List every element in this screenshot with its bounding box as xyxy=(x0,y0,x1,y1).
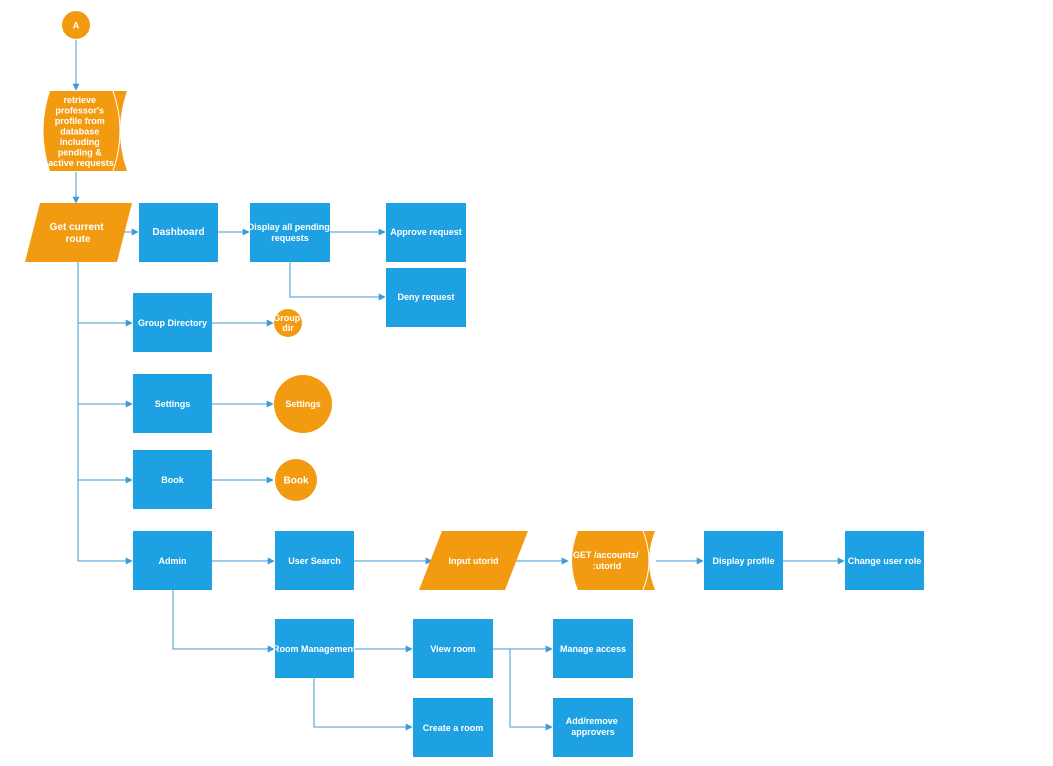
change-role-label: Change user role xyxy=(848,556,922,566)
group-directory-label: Group Directory xyxy=(138,318,207,328)
deny-request-label: Deny request xyxy=(397,292,454,302)
get-accounts-label: GET /accounts/ :utorid xyxy=(573,550,641,571)
admin-node[interactable]: Admin xyxy=(133,531,212,590)
settings-node[interactable]: Settings xyxy=(133,374,212,433)
user-search-node[interactable]: User Search xyxy=(275,531,354,590)
group-dir-terminal-label: Group dir xyxy=(273,313,303,333)
get-accounts-node[interactable]: GET /accounts/ :utorid xyxy=(572,530,655,591)
dashboard-node[interactable]: Dashboard xyxy=(139,203,218,262)
add-remove-approvers-label: Add/remove approvers xyxy=(566,716,621,737)
book-label: Book xyxy=(161,475,184,485)
start-connector[interactable]: A xyxy=(62,11,90,39)
display-profile-label: Display profile xyxy=(712,556,774,566)
create-room-label: Create a room xyxy=(423,723,484,733)
edge-display-to-deny xyxy=(289,262,386,301)
retrieve-profile-label: retrieve professor's profile from databa… xyxy=(48,95,114,168)
book-terminal[interactable]: Book xyxy=(275,459,317,501)
settings-terminal[interactable]: Settings xyxy=(274,375,332,433)
admin-label: Admin xyxy=(159,556,187,566)
book-terminal-label: Book xyxy=(284,476,309,487)
user-search-label: User Search xyxy=(288,556,341,566)
room-management-label: Room Management xyxy=(273,644,356,654)
create-room-node[interactable]: Create a room xyxy=(413,698,493,757)
display-profile-node[interactable]: Display profile xyxy=(704,531,783,590)
display-pending-node[interactable]: Display all pending requests xyxy=(248,203,333,262)
deny-request-node[interactable]: Deny request xyxy=(386,268,466,327)
add-remove-approvers-node[interactable]: Add/remove approvers xyxy=(553,698,633,757)
view-room-label: View room xyxy=(430,644,475,654)
edge-room-management-to-create xyxy=(313,678,413,731)
display-pending-label: Display all pending requests xyxy=(248,222,333,243)
get-route-label: Get current route xyxy=(50,222,107,245)
input-utorid-label: Input utorid xyxy=(449,556,499,566)
retrieve-profile-node[interactable]: retrieve professor's profile from databa… xyxy=(43,90,128,172)
input-utorid-node[interactable]: Input utorid xyxy=(419,531,528,590)
get-route-node[interactable]: Get current route xyxy=(25,203,132,262)
change-role-node[interactable]: Change user role xyxy=(845,531,924,590)
group-directory-node[interactable]: Group Directory xyxy=(133,293,212,352)
settings-terminal-label: Settings xyxy=(285,399,321,409)
dashboard-label: Dashboard xyxy=(152,227,204,238)
start-connector-label: A xyxy=(73,21,80,31)
manage-access-node[interactable]: Manage access xyxy=(553,619,633,678)
edge-admin-to-room-management xyxy=(172,590,275,653)
group-dir-terminal[interactable]: Group dir xyxy=(273,309,303,337)
edges xyxy=(72,40,845,731)
edge-view-to-approvers xyxy=(509,649,553,731)
approve-request-label: Approve request xyxy=(390,227,462,237)
book-node[interactable]: Book xyxy=(133,450,212,509)
view-room-node[interactable]: View room xyxy=(413,619,493,678)
room-management-node[interactable]: Room Management xyxy=(273,619,356,678)
settings-label: Settings xyxy=(155,399,191,409)
manage-access-label: Manage access xyxy=(560,644,626,654)
approve-request-node[interactable]: Approve request xyxy=(386,203,466,262)
